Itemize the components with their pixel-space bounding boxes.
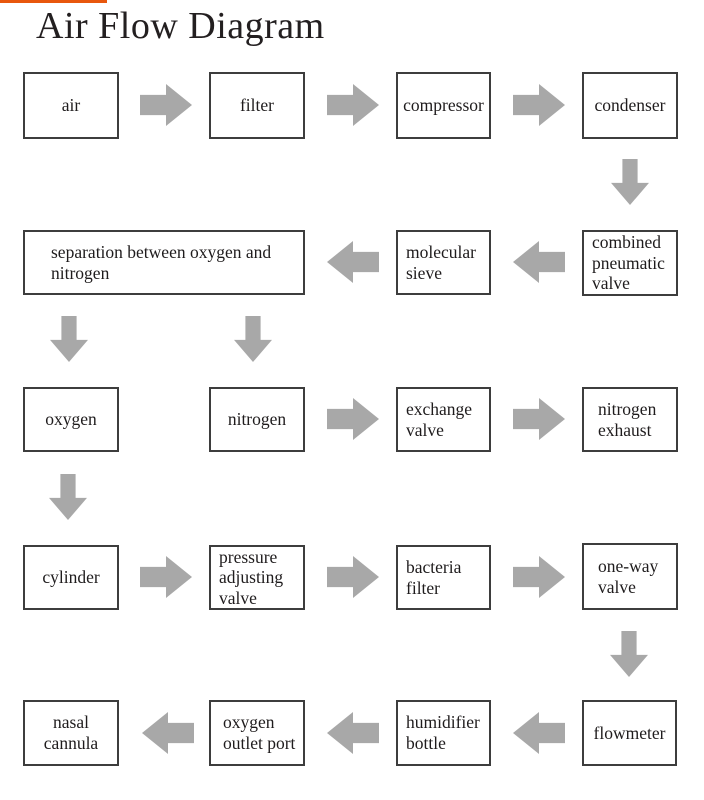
arrow-nitrogen-to-exchange-valve-icon [327,398,379,440]
arrow-oxygen-to-cylinder-icon [49,474,87,520]
node-nasal-cannula: nasal cannula [23,700,119,766]
node-one-way-valve: one-way valve [582,543,678,610]
arrow-cylinder-to-pressure-adjusting-valve-icon [140,556,192,598]
node-cylinder: cylinder [23,545,119,610]
node-pressure-adjusting-valve: pressure adjusting valve [209,545,305,610]
node-humidifier-bottle: humidifier bottle [396,700,491,766]
node-nitrogen-exhaust: nitrogen exhaust [582,387,678,452]
arrow-humidifier-bottle-to-oxygen-outlet-port-icon [327,712,379,754]
accent-bar [0,0,107,3]
arrow-oxygen-outlet-port-to-nasal-cannula-icon [142,712,194,754]
arrow-bacteria-filter-to-one-way-valve-icon [513,556,565,598]
node-molecular-sieve: molecular sieve [396,230,491,295]
node-nitrogen: nitrogen [209,387,305,452]
arrow-flowmeter-to-humidifier-bottle-icon [513,712,565,754]
arrow-filter-to-compressor-icon [327,84,379,126]
node-filter: filter [209,72,305,139]
arrow-air-to-filter-icon [140,84,192,126]
node-bacteria-filter: bacteria filter [396,545,491,610]
node-separation: separation between oxygen and nitrogen [23,230,305,295]
arrow-compressor-to-condenser-icon [513,84,565,126]
page-title: Air Flow Diagram [36,5,325,47]
arrow-separation-to-nitrogen-icon [234,316,272,362]
node-combined-pneumatic-valve: combined pneumatic valve [582,230,678,296]
arrow-condenser-to-combined-pneumatic-valve-icon [611,159,649,205]
arrow-combined-pneumatic-valve-to-molecular-sieve-icon [513,241,565,283]
node-air: air [23,72,119,139]
arrow-one-way-valve-to-flowmeter-icon [610,631,648,677]
node-oxygen-outlet-port: oxygen outlet port [209,700,305,766]
node-condenser: condenser [582,72,678,139]
arrow-separation-to-oxygen-icon [50,316,88,362]
node-exchange-valve: exchange valve [396,387,491,452]
arrow-molecular-sieve-to-separation-icon [327,241,379,283]
arrow-exchange-valve-to-nitrogen-exhaust-icon [513,398,565,440]
node-compressor: compressor [396,72,491,139]
node-flowmeter: flowmeter [582,700,677,766]
arrow-pressure-adjusting-valve-to-bacteria-filter-icon [327,556,379,598]
node-oxygen: oxygen [23,387,119,452]
